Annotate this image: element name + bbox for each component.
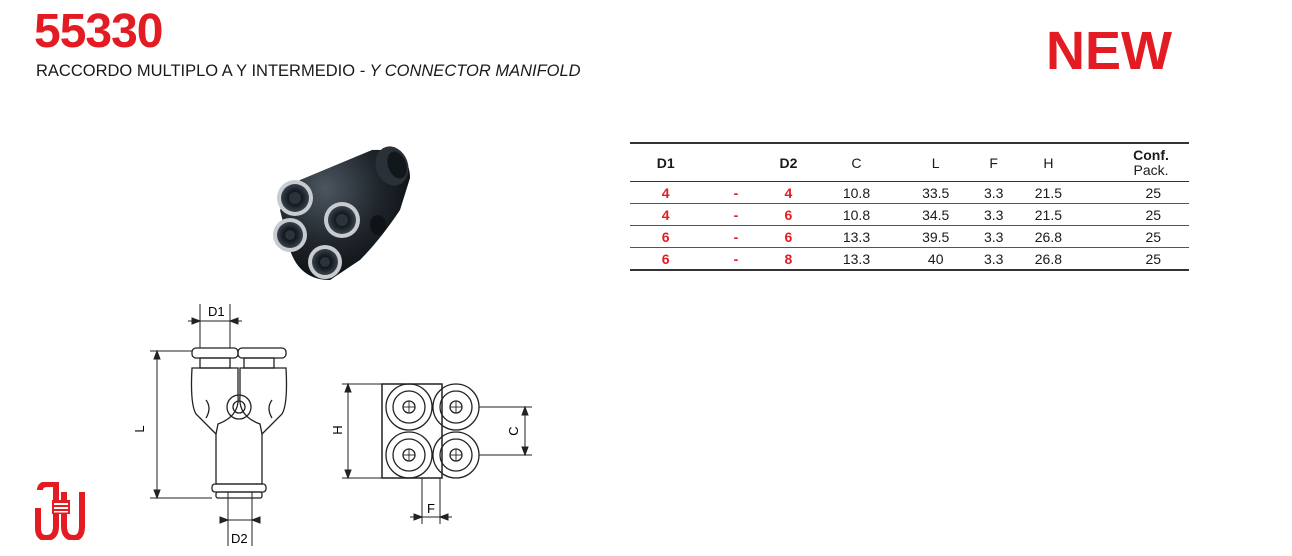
new-badge: NEW <box>1046 21 1172 81</box>
cell-spacer <box>1180 203 1189 226</box>
cell-dash: - <box>701 225 771 248</box>
title-separator: - <box>355 62 370 80</box>
dim-label-l: L <box>132 425 147 432</box>
title-english: Y CONNECTOR MANIFOLD <box>369 62 581 80</box>
cell-pack: 25 <box>1074 225 1181 248</box>
cell-d1: 4 <box>630 181 702 204</box>
cell-d2: 4 <box>770 181 807 204</box>
cell-spacer <box>1180 225 1189 248</box>
title-italian: RACCORDO MULTIPLO A Y INTERMEDIO <box>36 62 356 80</box>
dim-label-f: F <box>427 501 435 516</box>
cell-d2: 6 <box>770 225 807 248</box>
table-header-row: D1 D2 C L F H Conf. Pack. <box>630 142 1189 182</box>
cell-dash: - <box>701 181 771 204</box>
cell-d1: 6 <box>630 247 702 271</box>
cell-f: 3.3 <box>964 247 1023 271</box>
product-photo <box>273 146 410 280</box>
table-row: 4 - 6 10.8 34.5 3.3 21.5 25 <box>630 203 1189 226</box>
cell-c: 10.8 <box>806 181 907 204</box>
header-conf: Conf. <box>1133 146 1169 163</box>
cell-dash: - <box>701 203 771 226</box>
cell-c: 13.3 <box>806 247 907 271</box>
header-l: L <box>906 142 965 182</box>
header-conf-pack: Conf. Pack. <box>1074 142 1181 182</box>
header-d2: D2 <box>770 142 807 182</box>
cell-c: 13.3 <box>806 225 907 248</box>
cell-d2: 8 <box>770 247 807 271</box>
cell-l: 39.5 <box>906 225 965 248</box>
product-code: 55330 <box>34 5 163 58</box>
dim-label-h: H <box>330 425 345 434</box>
header-pack: Pack. <box>1133 161 1169 178</box>
cell-h: 21.5 <box>1022 181 1075 204</box>
table-row: 4 - 4 10.8 33.5 3.3 21.5 25 <box>630 181 1189 204</box>
product-title: RACCORDO MULTIPLO A Y INTERMEDIO - Y CON… <box>36 62 581 81</box>
cell-pack: 25 <box>1074 203 1181 226</box>
header-dash <box>701 142 771 182</box>
cell-f: 3.3 <box>964 203 1023 226</box>
cell-d1: 4 <box>630 203 702 226</box>
technical-drawing: D1 D2 L H C F <box>132 304 532 546</box>
header-spacer <box>1180 142 1189 182</box>
cell-c: 10.8 <box>806 203 907 226</box>
table-row: 6 - 8 13.3 40 3.3 26.8 25 <box>630 247 1189 271</box>
header-h: H <box>1022 142 1075 182</box>
spec-table: D1 D2 C L F H Conf. Pack. 4 - 4 10.8 33.… <box>630 142 1189 271</box>
cell-d1: 6 <box>630 225 702 248</box>
cell-f: 3.3 <box>964 225 1023 248</box>
header-f: F <box>964 142 1023 182</box>
cell-h: 26.8 <box>1022 247 1075 271</box>
cell-spacer <box>1180 247 1189 271</box>
cell-spacer <box>1180 181 1189 204</box>
cell-f: 3.3 <box>964 181 1023 204</box>
cell-l: 40 <box>906 247 965 271</box>
dim-label-d1: D1 <box>208 304 225 319</box>
header-d1: D1 <box>630 142 702 182</box>
dim-label-c: C <box>506 426 521 435</box>
cell-dash: - <box>701 247 771 271</box>
cell-h: 21.5 <box>1022 203 1075 226</box>
cell-d2: 6 <box>770 203 807 226</box>
cell-pack: 25 <box>1074 181 1181 204</box>
cell-h: 26.8 <box>1022 225 1075 248</box>
table-row: 6 - 6 13.3 39.5 3.3 26.8 25 <box>630 225 1189 248</box>
cell-pack: 25 <box>1074 247 1181 271</box>
dim-label-d2: D2 <box>231 531 248 546</box>
cell-l: 34.5 <box>906 203 965 226</box>
header-c: C <box>806 142 907 182</box>
brand-logo <box>35 482 85 540</box>
cell-l: 33.5 <box>906 181 965 204</box>
